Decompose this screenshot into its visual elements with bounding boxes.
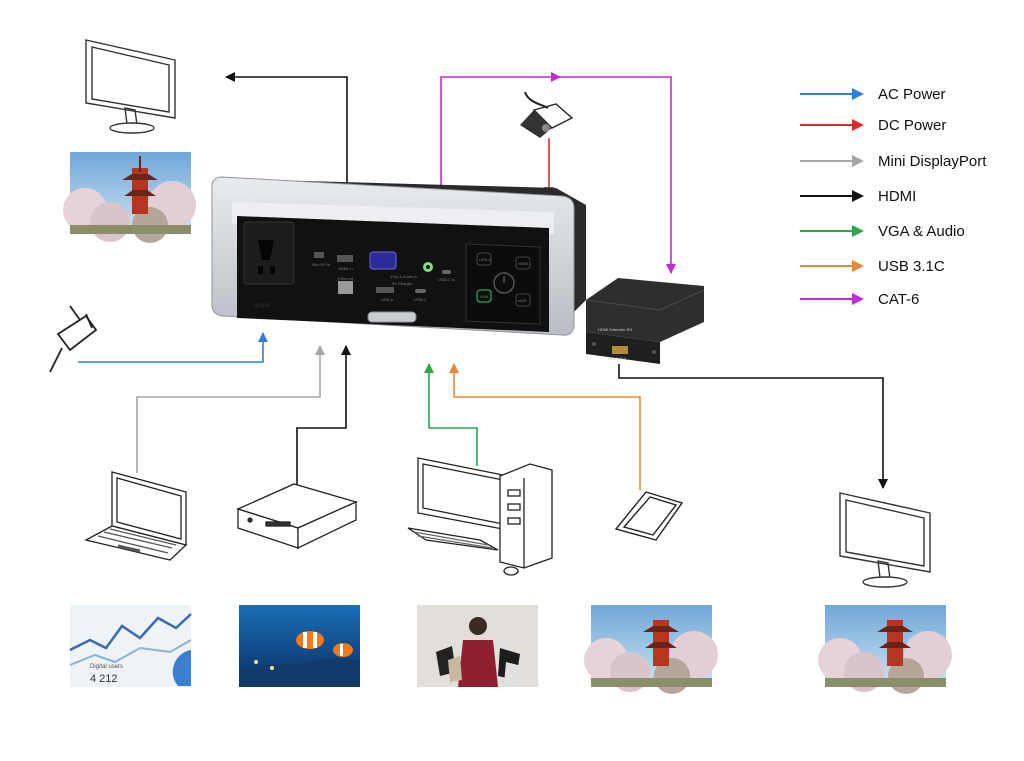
pagoda-photo-bottom-right [818,605,952,694]
monitor-top-left-icon [85,39,176,134]
pagoda-photo-top [63,152,196,243]
extender-title: HDMI Extender-RX [598,327,633,332]
desktop-pc-icon [407,457,553,576]
legend-swatch [800,88,864,100]
legend-label: HDMI [878,187,917,205]
label-usb-c: USB-C [414,297,427,302]
legend-swatch [800,225,864,237]
label-ethernet: Ethernet [338,276,354,281]
label-5v-charger: 5V Charger [392,281,413,286]
laptop-icon [84,471,188,561]
pagoda-photo-bottom-mid [584,605,718,694]
legend-item-dc-power: DC Power [800,115,946,135]
legend-item-vga-audio: VGA & Audio [800,221,965,241]
extender-port-label: HDMI Out [608,356,627,361]
monitor-bottom-right-icon [839,492,931,588]
legend-label: USB 3.1C [878,257,945,275]
svg-text:α: α [243,298,251,313]
vga-audio-line [424,363,478,466]
label-usb-c-in: USB-C In [438,277,455,282]
label-hdmi-in: HDMI In [338,266,353,271]
legend-swatch [800,260,864,272]
legend-label: CAT-6 [878,290,920,308]
hub-brand: ampio [254,303,271,309]
legend-swatch [800,155,864,167]
legend-item-hdmi: HDMI [800,186,916,206]
legend-label: AC Power [878,85,946,103]
legend-item-cat6: CAT-6 [800,289,919,309]
legend-item-usb-31c: USB 3.1C [800,256,945,276]
clownfish-photo [239,605,360,687]
legend-label: VGA & Audio [878,222,965,240]
hdmi-line-from-player [296,345,351,488]
btn-mdp: mDP [518,298,527,303]
btn-vga: VGA [480,294,489,299]
legend-label: DC Power [878,116,947,134]
ac-power-line [78,332,268,363]
mini-dp-line [136,345,325,473]
shopping-photo [417,605,538,687]
analytics-value: 4 212 [90,673,118,685]
hdmi-extender-device: HDMI Extender-RX HDMI Out [585,278,705,364]
analytics-photo: Digital users 4 212 [69,605,192,687]
label-vga-audio: VGA & Audio in [390,274,417,279]
dc-adapter-icon [520,91,574,138]
legend-label: Mini DisplayPort [878,152,987,170]
btn-usb-c: USB-C [479,257,492,262]
legend-item-ac-power: AC Power [800,84,946,104]
legend-swatch [800,293,864,305]
hdmi-line-to-top-monitor [225,72,348,186]
hub-device: Mini DP in HDMI In VGA & Audio in USB-C … [211,176,586,336]
cat6-line [440,72,676,274]
label-mini-dp: Mini DP in [312,262,330,267]
legend-item-mini-displayport: Mini DisplayPort [800,151,986,171]
usb-c-line [449,363,641,490]
btn-hdmi: HDMI [518,261,528,266]
label-usb-a: USB-A [381,297,394,302]
legend-swatch [800,119,864,131]
media-player-icon [236,483,358,550]
analytics-label: Digital users [90,664,123,670]
smartphone-icon [614,491,684,541]
hdmi-line-to-right-monitor [618,364,888,489]
ac-plug-icon [49,305,98,373]
legend-swatch [800,190,864,202]
